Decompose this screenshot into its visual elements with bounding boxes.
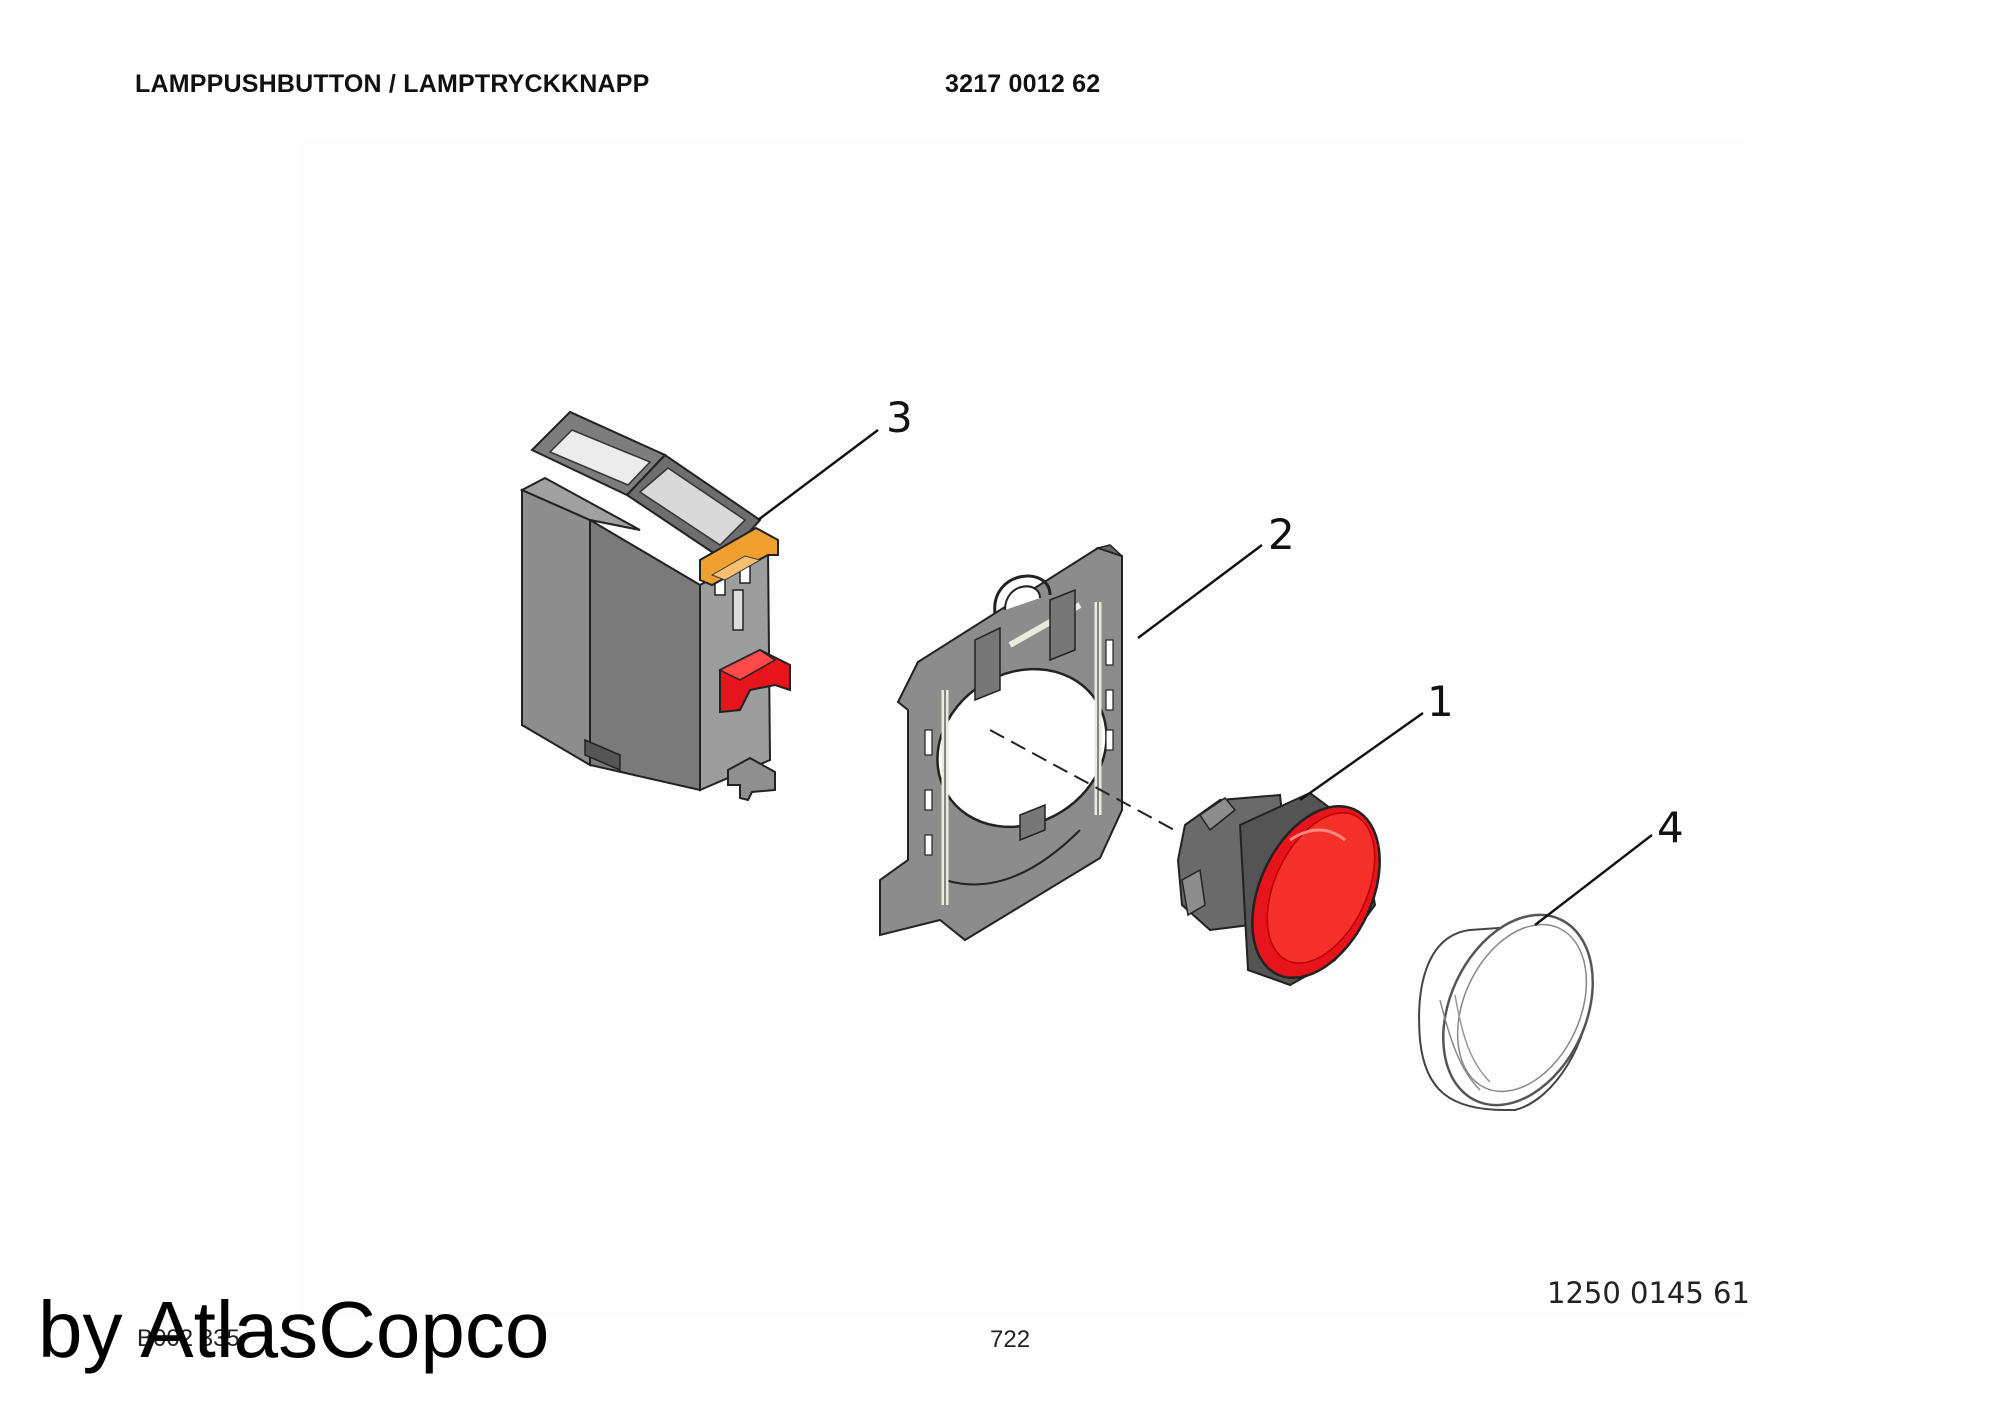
callout-2: 2 (1268, 510, 1295, 559)
red-pushbutton-part (1176, 791, 1381, 987)
contact-block-part (519, 410, 791, 802)
callout-3: 3 (886, 393, 913, 442)
callout-1: 1 (1427, 677, 1454, 726)
drawing-number: 1250 0145 61 (1547, 1276, 1750, 1310)
watermark-text: by AtlasCopco (38, 1285, 550, 1374)
clear-lens-part (1418, 913, 1594, 1111)
document-title: LAMPPUSHBUTTON / LAMPTRYCKKNAPP (135, 70, 650, 98)
mounting-collar-part (879, 544, 1123, 942)
leader-lines (757, 429, 1653, 926)
callout-4: 4 (1657, 803, 1684, 852)
figure-panel: 3 (300, 140, 1746, 1316)
page-number: 722 (990, 1326, 1031, 1353)
part-number: 3217 0012 62 (945, 70, 1101, 98)
assembly-axis-line (989, 729, 1179, 833)
exploded-view-diagram (519, 410, 1653, 1111)
document-code: B002 335 (137, 1325, 240, 1352)
